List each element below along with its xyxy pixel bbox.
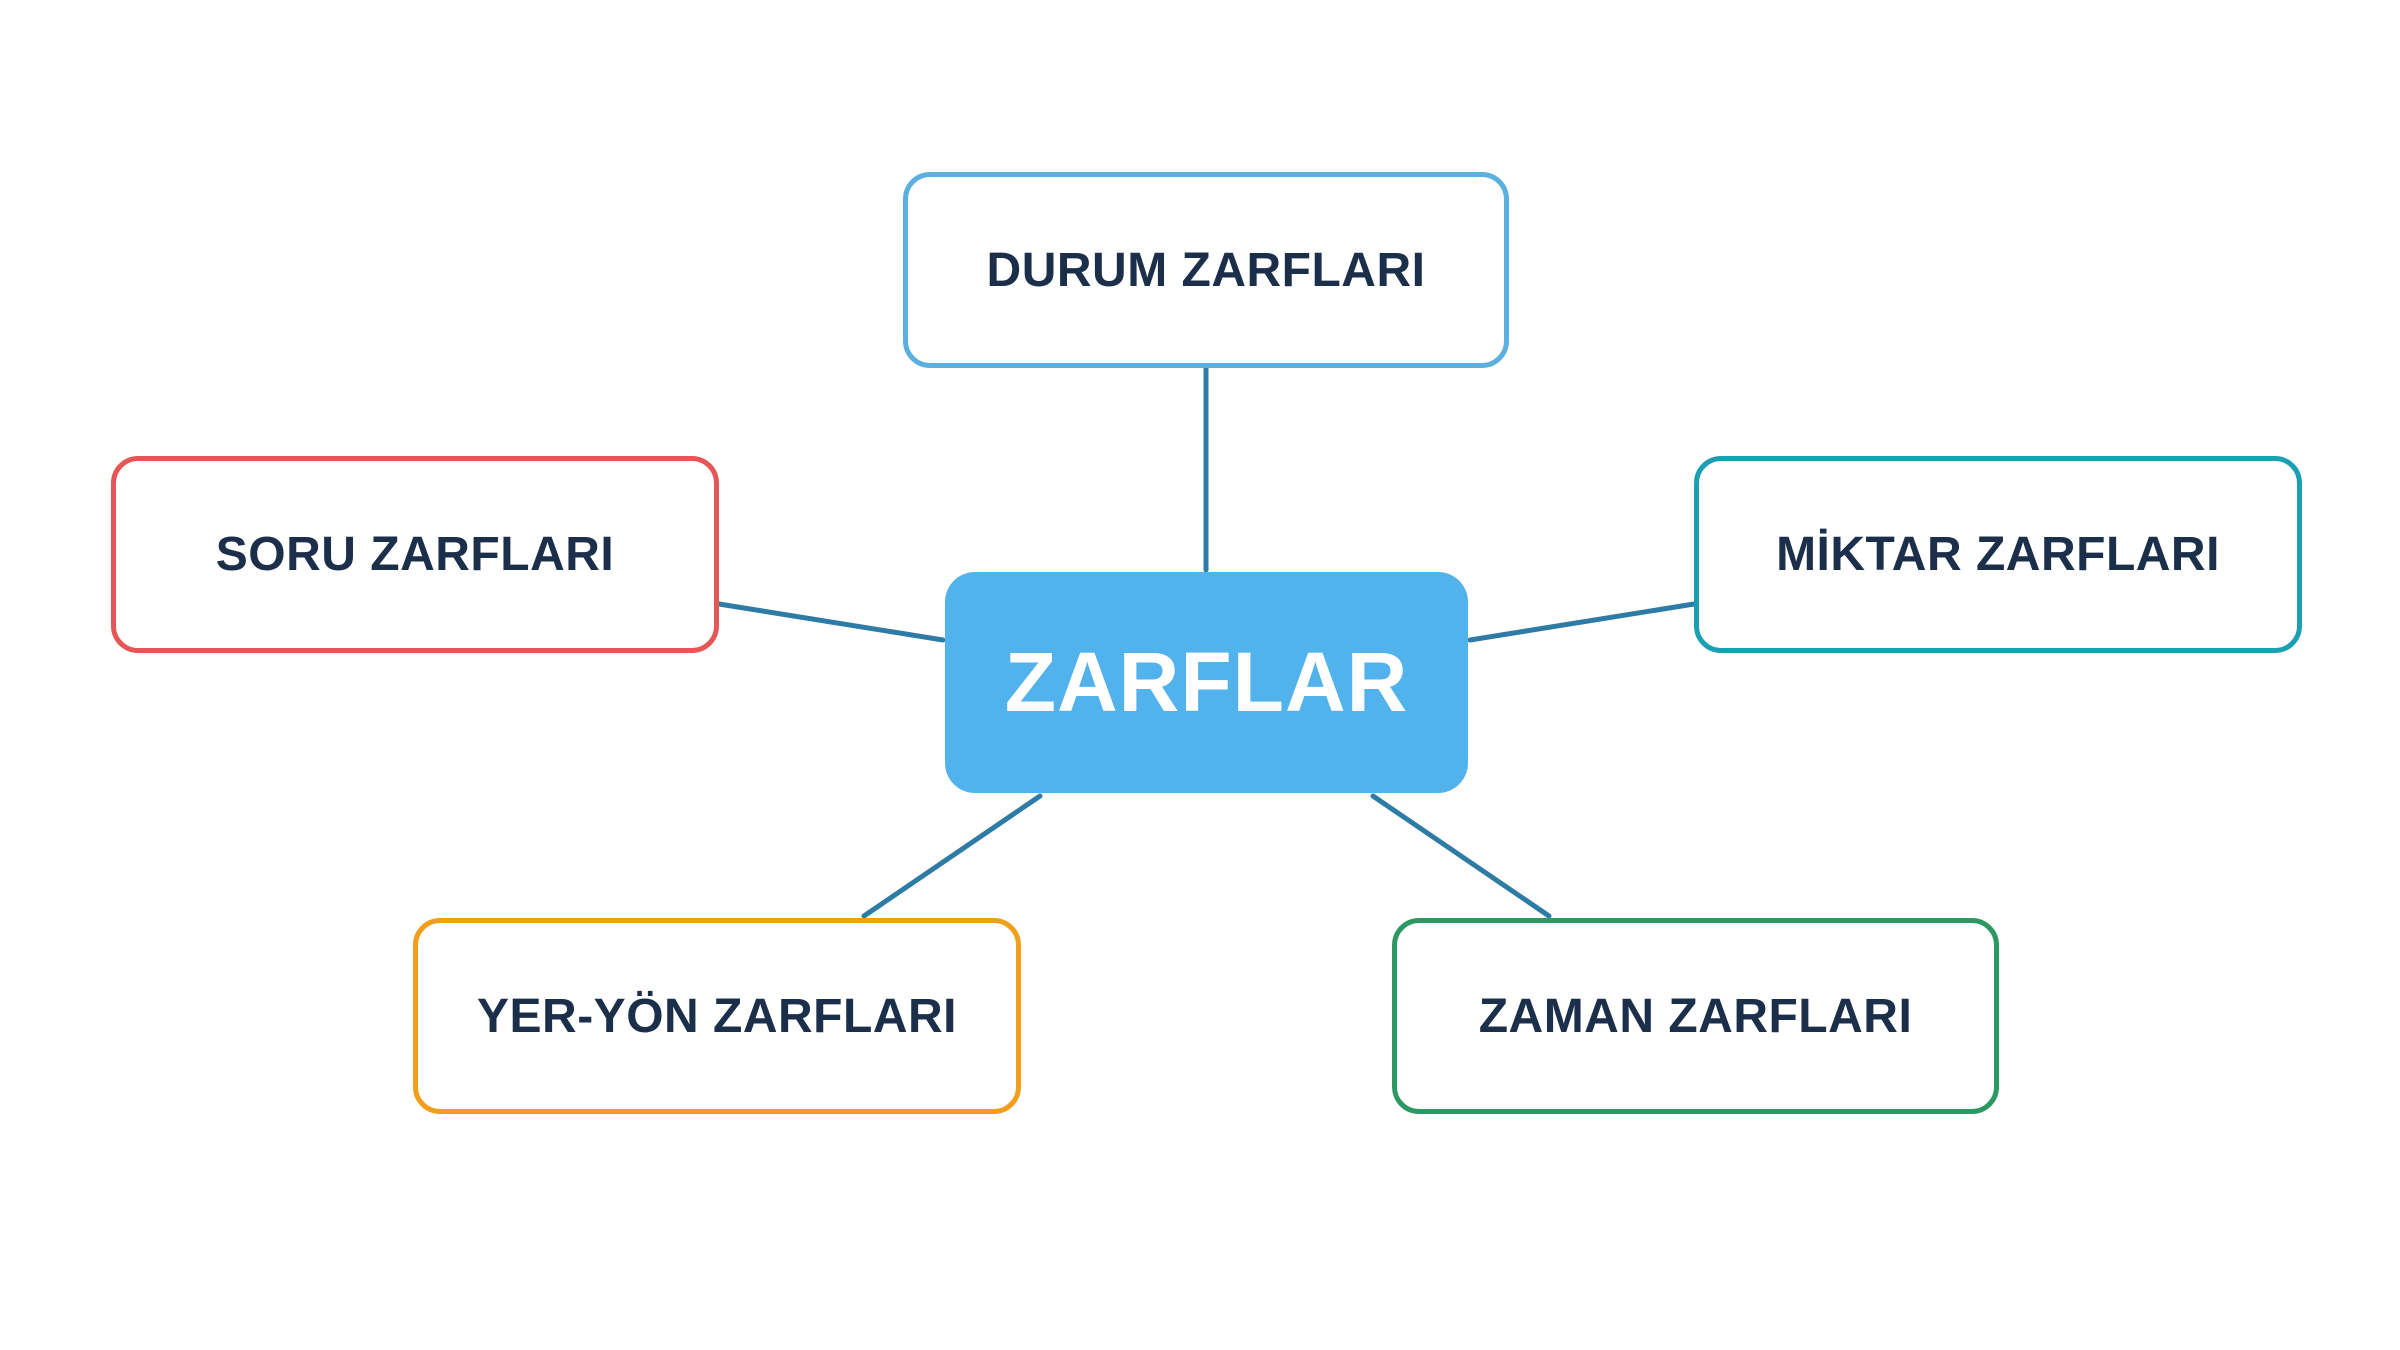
central-node: ZARFLAR: [945, 572, 1468, 793]
connector-yeryon: [861, 793, 1043, 919]
branch-label-miktar: MİKTAR ZARFLARI: [1776, 528, 2220, 581]
branch-label-zaman: ZAMAN ZARFLARI: [1478, 989, 1913, 1043]
branch-label-yer-yon: YER-YÖN ZARFLARI: [477, 989, 957, 1043]
connector-zaman: [1370, 793, 1552, 919]
connector-miktar: [1467, 601, 1697, 643]
branch-node-zaman: ZAMAN ZARFLARI: [1392, 918, 1999, 1114]
branch-node-durum: DURUM ZARFLARI: [903, 172, 1509, 368]
branch-label-durum: DURUM ZARFLARI: [986, 243, 1426, 297]
branch-node-miktar: MİKTAR ZARFLARI: [1694, 456, 2302, 653]
branch-node-yer-yon: YER-YÖN ZARFLARI: [413, 918, 1021, 1114]
central-node-label: ZARFLAR: [1004, 635, 1409, 729]
branch-label-soru: SORU ZARFLARI: [215, 528, 615, 581]
branch-node-soru: SORU ZARFLARI: [111, 456, 719, 653]
connector-soru: [716, 601, 946, 643]
